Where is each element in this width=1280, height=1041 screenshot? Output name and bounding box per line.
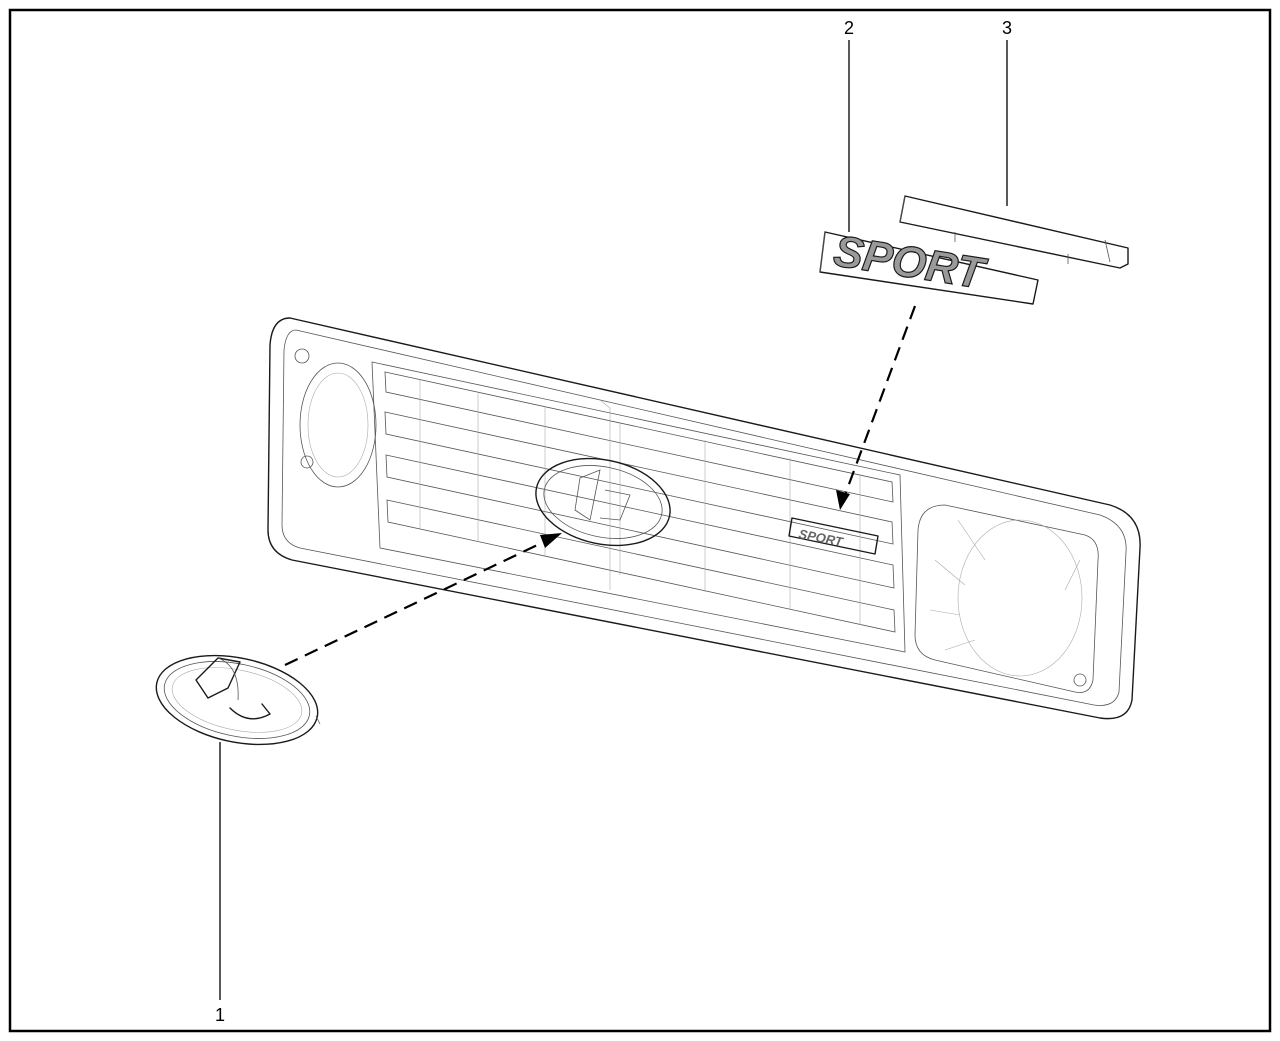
grille-slats	[384, 371, 896, 633]
left-headlight-opening	[294, 348, 377, 488]
emblem	[155, 654, 321, 746]
arrowhead-badge	[836, 490, 850, 510]
assembly-line-badge	[843, 305, 917, 496]
grille-sport-badge: SPORT	[788, 517, 879, 555]
badge-mounting-bracket	[899, 195, 1129, 269]
right-headlight-opening	[914, 504, 1099, 693]
arrowhead-emblem	[540, 533, 562, 548]
radiator-grille: SPORT	[267, 317, 1141, 720]
assembly-line-emblem	[284, 539, 549, 666]
callout-number-3: 3	[1001, 18, 1012, 38]
callout-number-2: 2	[843, 18, 854, 38]
grille-emblem	[535, 457, 671, 547]
sport-badge: SPORT	[819, 226, 1039, 305]
drawing-frame	[8, 8, 1272, 1033]
sport-badge-text: SPORT	[830, 226, 990, 298]
callout-number-1: 1	[214, 1005, 225, 1025]
